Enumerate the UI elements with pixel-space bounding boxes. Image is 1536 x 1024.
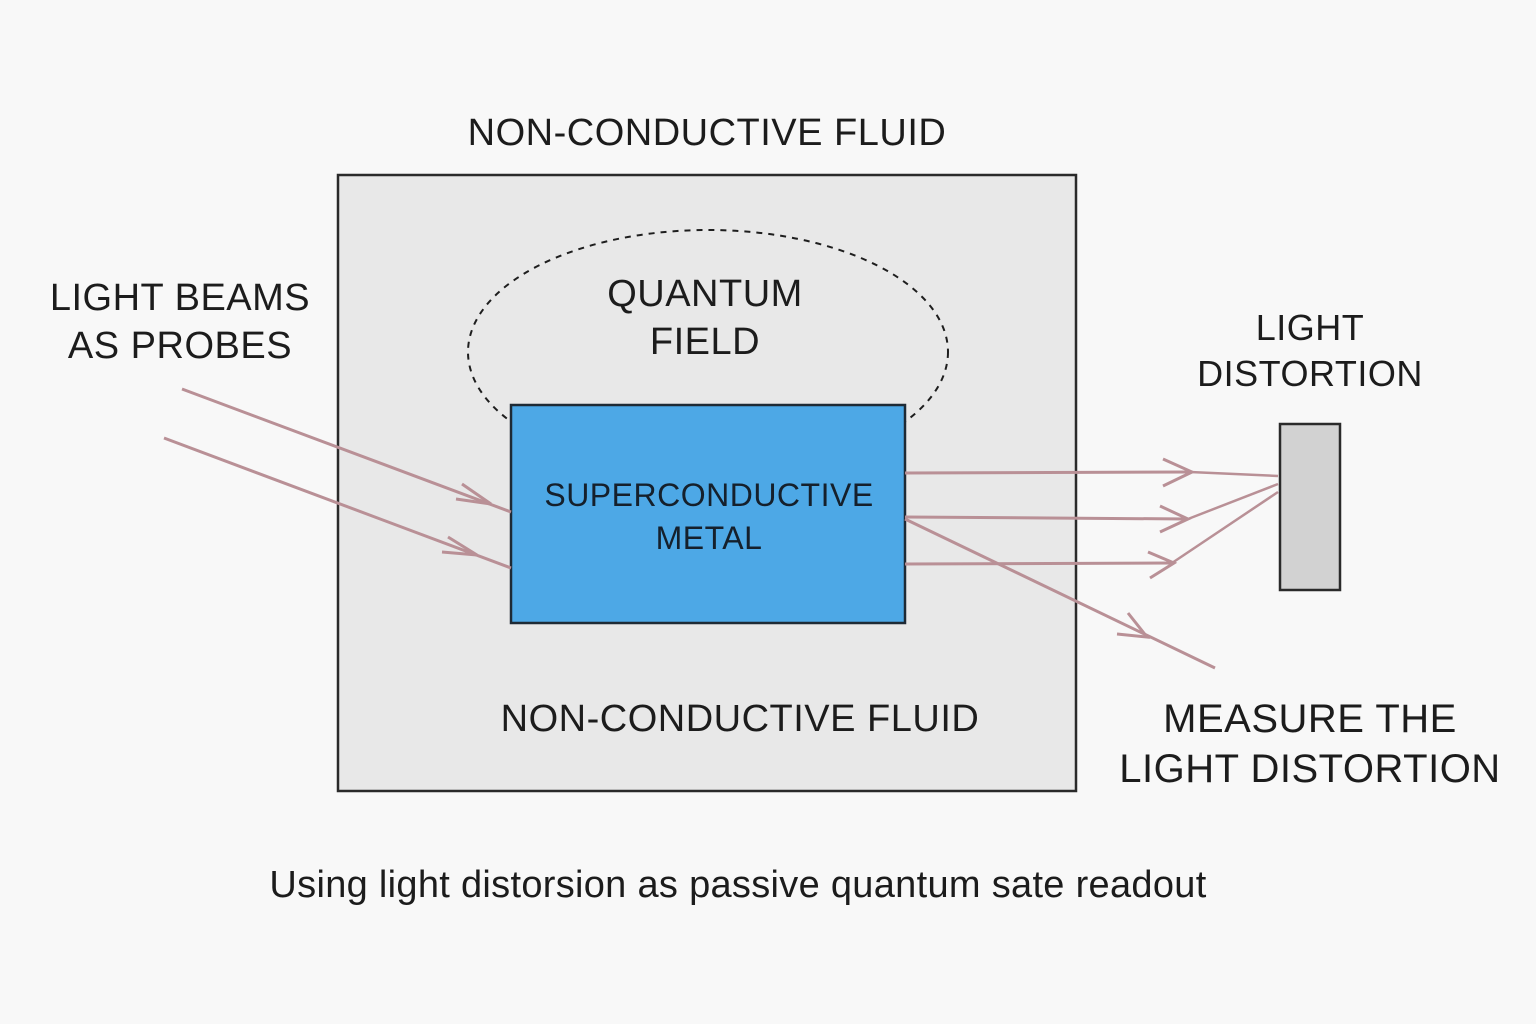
deflected-beam-arrow: [1116, 612, 1151, 639]
outgoing-beam-bottom: [904, 561, 1173, 566]
metal-label-line-1: SUPERCONDUCTIVE: [544, 477, 874, 513]
fluid-label-bottom: NON-CONDUCTIVE FLUID: [500, 698, 980, 740]
outgoing-beam-bottom-arrow: [1147, 550, 1178, 580]
deflected-beam: [904, 517, 1216, 670]
quantum-field-label-line-2: FIELD: [649, 321, 761, 363]
light-detector: [1278, 422, 1342, 592]
converging-beam-2: [1187, 482, 1279, 521]
metal-label-line-2: METAL: [655, 520, 763, 556]
quantum-field-label-line-1: QUANTUM: [607, 273, 803, 315]
outgoing-beam-top: [904, 470, 1191, 475]
measure-label-line-1: MEASURE THE: [1163, 697, 1457, 741]
light-distortion-label-line-2: DISTORTION: [1197, 353, 1423, 394]
diagram-caption: Using light distorsion as passive quantu…: [269, 864, 1207, 906]
measure-label-line-2: LIGHT DISTORTION: [1119, 747, 1501, 791]
measure-label: MEASURE THE LIGHT DISTORTION: [1100, 694, 1520, 794]
light-beams-label: LIGHT BEAMS AS PROBES: [20, 274, 340, 370]
light-beams-label-line-2: AS PROBES: [67, 325, 293, 367]
incoming-beam-lower: [163, 436, 512, 570]
metal-label: SUPERCONDUCTIVE METAL: [512, 474, 906, 560]
incoming-beam-upper: [181, 387, 512, 514]
outgoing-beam-middle: [904, 515, 1189, 521]
converging-beam-3: [1171, 490, 1279, 565]
light-beams-label-line-1: LIGHT BEAMS: [49, 277, 311, 319]
light-distortion-label-line-1: LIGHT: [1255, 307, 1365, 348]
converging-beam-1: [1189, 470, 1279, 478]
fluid-label-top: NON-CONDUCTIVE FLUID: [467, 112, 947, 154]
light-distortion-label: LIGHT DISTORTION: [1170, 305, 1450, 397]
incoming-beam-upper-arrow: [455, 482, 492, 506]
quantum-field-label: QUANTUM FIELD: [555, 270, 855, 366]
superconductive-metal-block: [509, 403, 907, 625]
incoming-beam-lower-arrow: [441, 535, 478, 557]
